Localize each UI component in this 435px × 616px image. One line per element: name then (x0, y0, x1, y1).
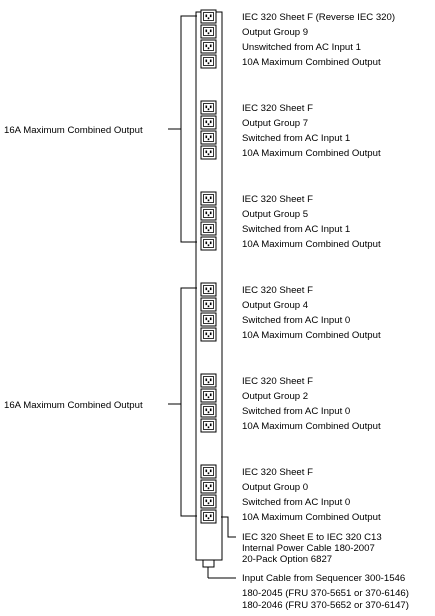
outlet-group-0-socket-1 (200, 24, 217, 39)
input-cable-line-3: 180-2046 (FRU 370-5652 or 370-6147) (242, 600, 409, 611)
group-1-line-1: Output Group 7 (242, 118, 308, 129)
outlet-group-5-socket-2 (200, 494, 217, 509)
lower-bank-bracket (168, 287, 197, 517)
lower-bank-label: 16A Maximum Combined Output (4, 400, 143, 411)
outlet-group-2-socket-1 (200, 206, 217, 221)
group-3-line-3: 10A Maximum Combined Output (242, 330, 381, 341)
outlet-group-0-socket-3 (200, 54, 217, 69)
outlet-group-5-socket-0 (200, 464, 217, 479)
outlet-group-0-socket-0 (200, 9, 217, 24)
outlet-group-0-socket-2 (200, 39, 217, 54)
outlet-group-5-socket-1 (200, 479, 217, 494)
outlet-group-1-socket-2 (200, 130, 217, 145)
group-0-line-1: Output Group 9 (242, 27, 308, 38)
group-4-line-0: IEC 320 Sheet F (242, 376, 313, 387)
input-plug (202, 559, 215, 568)
outlet-group-4-socket-0 (200, 373, 217, 388)
upper-bank-bracket (168, 15, 197, 243)
group-5-line-1: Output Group 0 (242, 482, 308, 493)
group-4-line-1: Output Group 2 (242, 391, 308, 402)
power-cable-line-3: 20-Pack Option 6827 (242, 554, 332, 565)
group-2-line-0: IEC 320 Sheet F (242, 194, 313, 205)
power-cable-line-1: IEC 320 Sheet E to IEC 320 C13 (242, 532, 382, 543)
outlet-group-3-socket-1 (200, 297, 217, 312)
group-0-line-3: 10A Maximum Combined Output (242, 57, 381, 68)
outlet-group-2-socket-0 (200, 191, 217, 206)
power-cable-line-2: Internal Power Cable 180-2007 (242, 543, 375, 554)
outlet-group-1-socket-0 (200, 100, 217, 115)
power-cable-leader (221, 516, 236, 538)
upper-bank-label: 16A Maximum Combined Output (4, 125, 143, 136)
outlet-group-3-socket-2 (200, 312, 217, 327)
outlet-group-1-socket-3 (200, 145, 217, 160)
group-1-line-0: IEC 320 Sheet F (242, 103, 313, 114)
group-0-line-2: Unswitched from AC Input 1 (242, 42, 361, 53)
group-2-line-3: 10A Maximum Combined Output (242, 239, 381, 250)
outlet-group-2-socket-2 (200, 221, 217, 236)
outlet-group-2-socket-3 (200, 236, 217, 251)
group-0-line-0: IEC 320 Sheet F (Reverse IEC 320) (242, 12, 395, 23)
group-5-line-2: Switched from AC Input 0 (242, 497, 350, 508)
outlet-group-1-socket-1 (200, 115, 217, 130)
group-3-line-0: IEC 320 Sheet F (242, 285, 313, 296)
group-3-line-1: Output Group 4 (242, 300, 309, 311)
output-group-labels: IEC 320 Sheet F (Reverse IEC 320) Output … (242, 12, 395, 523)
outlet-column (200, 9, 217, 524)
group-5-line-3: 10A Maximum Combined Output (242, 512, 381, 523)
outlet-group-4-socket-2 (200, 403, 217, 418)
group-4-line-2: Switched from AC Input 0 (242, 406, 350, 417)
group-5-line-0: IEC 320 Sheet F (242, 467, 313, 478)
input-cable-line-2: 180-2045 (FRU 370-5651 or 370-6146) (242, 588, 409, 599)
group-2-line-2: Switched from AC Input 1 (242, 224, 350, 235)
input-cable-line-1: Input Cable from Sequencer 300-1546 (242, 573, 405, 584)
outlet-group-4-socket-3 (200, 418, 217, 433)
group-2-line-1: Output Group 5 (242, 209, 308, 220)
group-4-line-3: 10A Maximum Combined Output (242, 421, 381, 432)
outlet-extra-bottom (200, 509, 217, 524)
outlet-group-4-socket-1 (200, 388, 217, 403)
group-1-line-3: 10A Maximum Combined Output (242, 148, 381, 159)
outlet-group-3-socket-0 (200, 282, 217, 297)
group-3-line-2: Switched from AC Input 0 (242, 315, 350, 326)
outlet-group-3-socket-3 (200, 327, 217, 342)
group-1-line-2: Switched from AC Input 1 (242, 133, 350, 144)
